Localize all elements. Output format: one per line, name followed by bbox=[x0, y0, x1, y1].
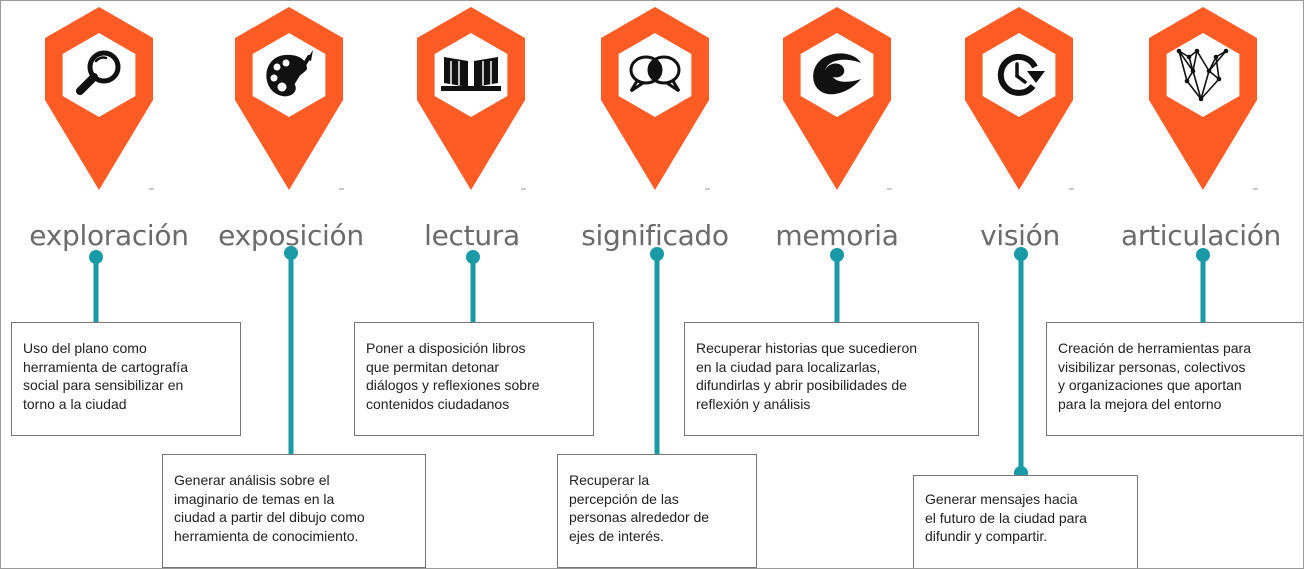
description-box-exploracion: Uso del plano como herramienta de cartog… bbox=[11, 322, 241, 436]
description-box-significado: Recuperar la percepción de las personas … bbox=[557, 454, 757, 568]
description-line: contenidos ciudadanos bbox=[366, 395, 510, 412]
connector-dot bbox=[466, 250, 480, 264]
description-line: para la mejora del entorno bbox=[1058, 395, 1222, 412]
description-box-articulacion: Creación de herramientas para visibiliza… bbox=[1046, 322, 1303, 436]
pin-hexagon bbox=[982, 33, 1056, 117]
title-vision: visión bbox=[980, 219, 1060, 252]
description-box-exposicion: Generar análisis sobre el imaginario de … bbox=[162, 454, 426, 568]
description-line: reflexión y análisis bbox=[696, 395, 811, 412]
description-line: Uso del plano como bbox=[23, 340, 147, 356]
description-box-memoria: Recuperar historias que sucedieron en la… bbox=[684, 322, 979, 436]
title-exposicion: exposición bbox=[218, 219, 364, 252]
description-line: personas alrededor de bbox=[569, 509, 710, 525]
description-line: percepción de las bbox=[569, 490, 679, 507]
description-line: ciudad a partir del dibujo como bbox=[174, 509, 365, 525]
description-line: herramienta de conocimiento. bbox=[174, 527, 359, 544]
title-exploracion: exploración bbox=[29, 219, 189, 252]
description-line: Poner a disposición libros bbox=[366, 340, 526, 356]
description-line: Generar análisis sobre el bbox=[174, 472, 330, 488]
book-icon bbox=[441, 57, 501, 91]
description-line: torno a la ciudad bbox=[23, 395, 127, 412]
pin-hexagon bbox=[434, 33, 508, 117]
title-memoria: memoria bbox=[775, 219, 899, 252]
description-line: herramienta de cartografía bbox=[23, 358, 188, 375]
description-line: imaginario de temas en la bbox=[174, 490, 335, 507]
description-line: ejes de interés. bbox=[569, 527, 664, 544]
description-line: Generar mensajes hacia bbox=[925, 491, 1078, 507]
connector-dot bbox=[1014, 247, 1028, 261]
description-box-vision: Generar mensajes hacia el futuro de la c… bbox=[913, 475, 1138, 568]
connector-dot bbox=[89, 250, 103, 264]
description-line: Creación de herramientas para bbox=[1058, 340, 1251, 356]
title-articulacion: articulación bbox=[1121, 219, 1281, 252]
description-line: Recuperar historias que sucedieron bbox=[696, 340, 918, 356]
title-lectura: lectura bbox=[424, 219, 520, 252]
description-line: visibilizar personas, colectivos bbox=[1058, 358, 1246, 375]
pin-significado bbox=[601, 7, 710, 190]
connector-dot bbox=[1196, 248, 1210, 262]
magnifier-icon bbox=[76, 50, 121, 95]
pin-memoria bbox=[783, 7, 892, 190]
description-line: el futuro de la ciudad para bbox=[925, 509, 1087, 526]
speech-bubbles-icon bbox=[629, 55, 681, 93]
connector-dot bbox=[284, 246, 298, 260]
clock-arrow-icon bbox=[997, 53, 1045, 96]
description-line: difundir y compartir. bbox=[925, 528, 1048, 544]
pin-hexagon bbox=[62, 33, 136, 117]
pin-exploracion bbox=[45, 7, 154, 190]
connector-dot bbox=[830, 248, 844, 262]
palette-icon bbox=[266, 50, 313, 97]
description-line: que permitan detonar bbox=[366, 358, 500, 375]
pin-articulacion bbox=[1149, 7, 1258, 190]
description-box-lectura: Poner a disposición libros que permitan … bbox=[354, 322, 594, 436]
title-significado: significado bbox=[581, 219, 729, 252]
description-line: y organizaciones que aportan bbox=[1058, 377, 1242, 393]
pin-vision bbox=[965, 7, 1074, 190]
wave-swirl-icon bbox=[813, 53, 861, 95]
description-line: social para sensibilizar en bbox=[23, 377, 184, 393]
description-line: difundirlas y abrir posibilidades de bbox=[696, 377, 907, 393]
pin-exposicion bbox=[235, 7, 344, 190]
description-line: diálogos y reflexiones sobre bbox=[366, 377, 540, 393]
pin-lectura bbox=[417, 7, 526, 190]
connector-dot bbox=[650, 247, 664, 261]
network-v-icon bbox=[1176, 48, 1229, 102]
description-line: Recuperar la bbox=[569, 472, 650, 488]
description-line: en la ciudad para localizarlas, bbox=[696, 358, 881, 375]
